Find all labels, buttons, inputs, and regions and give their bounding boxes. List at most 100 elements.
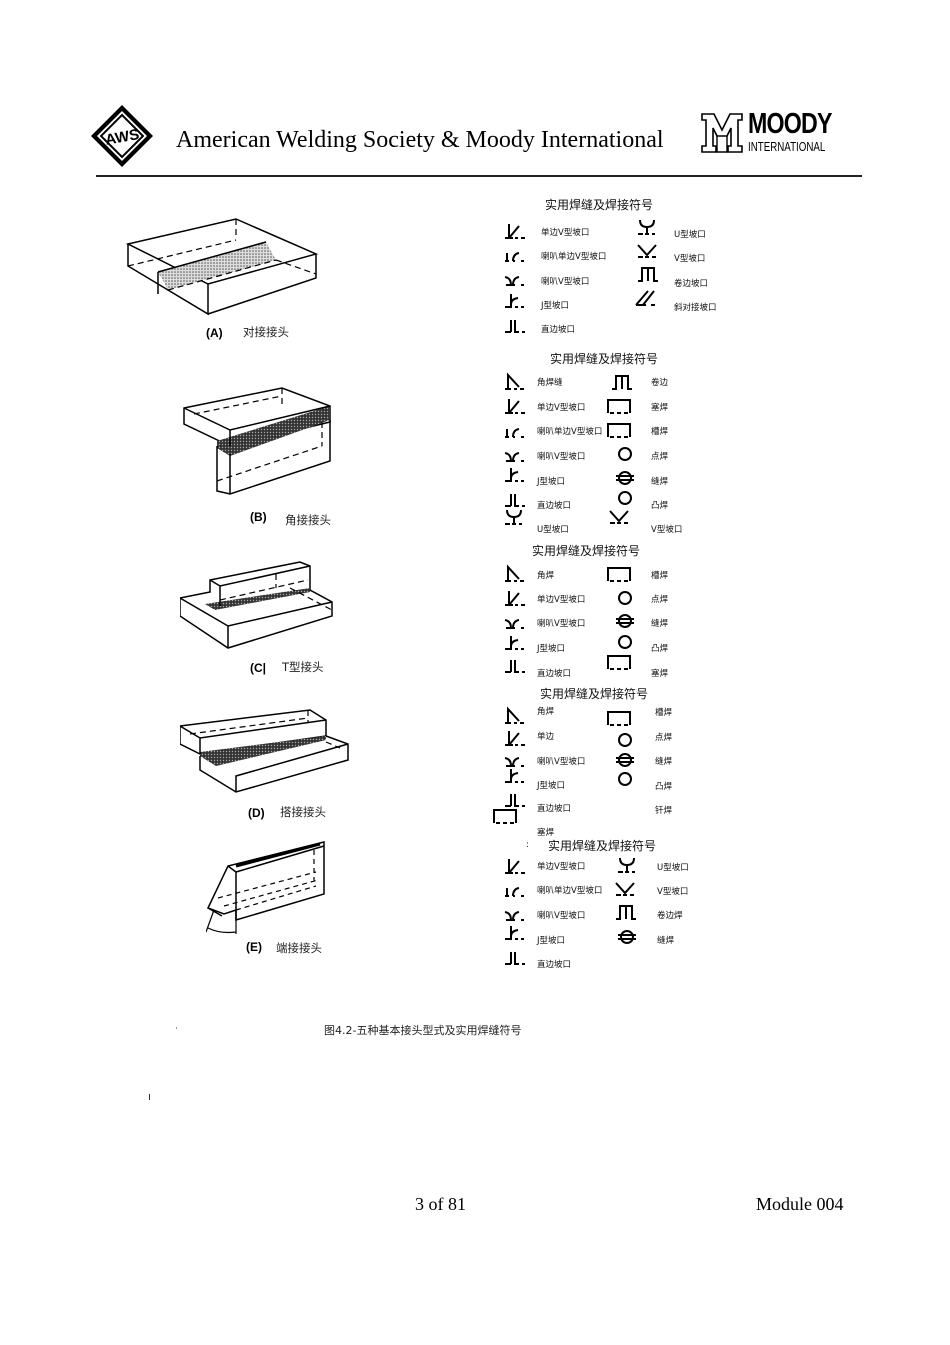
symbol-label: 角焊 bbox=[537, 707, 555, 717]
projection-symbol-icon bbox=[618, 491, 632, 505]
bevel-symbol-icon bbox=[504, 223, 526, 239]
slot-symbol-icon bbox=[607, 423, 631, 438]
symbol-label: 槽焊 bbox=[651, 427, 669, 437]
stray-mark bbox=[176, 1027, 177, 1029]
symbol-label: 单边V型坡口 bbox=[537, 403, 586, 413]
moody-subtitle: INTERNATIONAL bbox=[748, 139, 826, 154]
symbol-label: 喇叭V型坡口 bbox=[537, 619, 586, 629]
j-groove-symbol-icon bbox=[504, 635, 525, 650]
fillet-symbol-icon bbox=[504, 374, 525, 390]
symbol-label: 塞焊 bbox=[537, 828, 555, 838]
seam-symbol-icon bbox=[615, 753, 635, 767]
symbol-label: V型坡口 bbox=[651, 525, 683, 535]
spot-symbol-icon bbox=[618, 447, 632, 461]
symbol-label: 塞焊 bbox=[651, 403, 669, 413]
symbol-label: 卷边焊 bbox=[657, 911, 683, 921]
seam-symbol-icon bbox=[615, 471, 635, 485]
flare-bevel-symbol-icon bbox=[504, 252, 525, 262]
flare-v-symbol-icon bbox=[504, 276, 525, 286]
seam-symbol-icon bbox=[615, 614, 635, 628]
moody-name: MOODY bbox=[748, 108, 832, 140]
symbol-label: 卷边坡口 bbox=[674, 279, 709, 289]
figure-butt-joint bbox=[126, 214, 326, 318]
j-groove-symbol-icon bbox=[504, 925, 525, 940]
scarf-symbol-icon bbox=[635, 290, 656, 306]
square-groove-symbol-icon bbox=[504, 493, 526, 507]
figure-d-label: (D) bbox=[248, 806, 265, 820]
plug-symbol-icon bbox=[607, 399, 631, 414]
symbol-label: 单边V型坡口 bbox=[537, 862, 586, 872]
projection-symbol-icon bbox=[618, 772, 632, 786]
u-groove-symbol-icon bbox=[617, 857, 636, 873]
stray-colon: : bbox=[526, 840, 529, 850]
v-groove-symbol-icon bbox=[609, 510, 629, 524]
symbol-label: 槽焊 bbox=[651, 571, 669, 581]
symbol-label: 喇叭V型坡口 bbox=[537, 452, 586, 462]
symbol-label: U型坡口 bbox=[537, 525, 569, 535]
figure-corner-joint bbox=[182, 386, 332, 498]
symbol-label: 角焊 bbox=[537, 571, 555, 581]
flare-v-symbol-icon bbox=[504, 452, 525, 462]
symbol-label: 角焊缝 bbox=[537, 378, 563, 388]
symbol-label: 缝焊 bbox=[651, 619, 669, 629]
symbol-label: 钎焊 bbox=[655, 806, 673, 816]
aws-logo: AWS bbox=[90, 104, 154, 168]
symbol-label: 斜对接坡口 bbox=[674, 303, 717, 313]
symbol-label: V型坡口 bbox=[674, 254, 706, 264]
bevel-symbol-icon bbox=[504, 398, 526, 414]
square-groove-symbol-icon bbox=[504, 319, 526, 333]
figure-b-caption: 角接接头 bbox=[285, 513, 331, 527]
figure-t-joint bbox=[180, 560, 335, 650]
bevel-symbol-icon bbox=[504, 858, 526, 874]
figure-a-label: (A) bbox=[206, 326, 223, 340]
flare-v-symbol-icon bbox=[504, 911, 525, 921]
spot-symbol-icon bbox=[618, 591, 632, 605]
stray-mark bbox=[149, 1094, 150, 1100]
plug-symbol-icon bbox=[493, 809, 517, 824]
symbol-label: 卷边 bbox=[651, 378, 669, 388]
symbol-label: 喇叭单边V型坡口 bbox=[537, 886, 603, 896]
symbol-table-2-title: 实用焊缝及焊接符号 bbox=[550, 352, 659, 366]
symbol-label: 单边V型坡口 bbox=[541, 228, 590, 238]
symbol-label: 凸焊 bbox=[651, 644, 669, 654]
v-groove-symbol-icon bbox=[637, 244, 657, 258]
symbol-label: 直边坡口 bbox=[537, 960, 572, 970]
symbol-label: J型坡口 bbox=[537, 644, 566, 654]
header-divider bbox=[96, 175, 862, 177]
symbol-label: 缝焊 bbox=[655, 757, 673, 767]
symbol-label: 直边坡口 bbox=[541, 325, 576, 335]
v-groove-symbol-icon bbox=[615, 882, 635, 896]
symbol-label: 点焊 bbox=[651, 595, 669, 605]
symbol-label: 直边坡口 bbox=[537, 669, 572, 679]
projection-symbol-icon bbox=[618, 635, 632, 649]
figure-c-label: (C| bbox=[250, 661, 267, 675]
symbol-label: 直边坡口 bbox=[537, 501, 572, 511]
svg-text:AWS: AWS bbox=[104, 126, 141, 149]
symbol-label: 直边坡口 bbox=[537, 804, 572, 814]
symbol-label: 喇叭V型坡口 bbox=[541, 277, 590, 287]
symbol-label: J型坡口 bbox=[537, 477, 566, 487]
symbol-label: 塞焊 bbox=[651, 669, 669, 679]
spot-symbol-icon bbox=[618, 733, 632, 747]
symbol-label: 槽焊 bbox=[655, 708, 673, 718]
symbol-label: 点焊 bbox=[655, 733, 673, 743]
page-number: 3 of 81 bbox=[415, 1194, 466, 1214]
figure-edge-joint bbox=[206, 836, 330, 938]
fillet-symbol-icon bbox=[504, 708, 525, 724]
j-groove-symbol-icon bbox=[504, 768, 525, 783]
flare-v-symbol-icon bbox=[504, 619, 525, 629]
figure-d-caption: 搭接接头 bbox=[280, 805, 326, 819]
figure-b-label: (B) bbox=[250, 510, 267, 524]
symbol-label: 单边 bbox=[537, 732, 555, 742]
seam-symbol-icon bbox=[617, 930, 637, 944]
symbol-label: 喇叭V型坡口 bbox=[537, 757, 586, 767]
j-groove-symbol-icon bbox=[504, 293, 525, 308]
symbol-label: 喇叭单边V型坡口 bbox=[537, 427, 603, 437]
figure-c-caption: T型接头 bbox=[282, 660, 324, 674]
edge-flange-symbol-icon bbox=[637, 267, 659, 282]
edge-flange-symbol-icon bbox=[615, 905, 637, 920]
header-title: American Welding Society & Moody Interna… bbox=[176, 127, 664, 153]
bevel-symbol-icon bbox=[504, 590, 526, 606]
symbol-label: J型坡口 bbox=[537, 781, 566, 791]
slot-symbol-icon bbox=[607, 567, 631, 582]
